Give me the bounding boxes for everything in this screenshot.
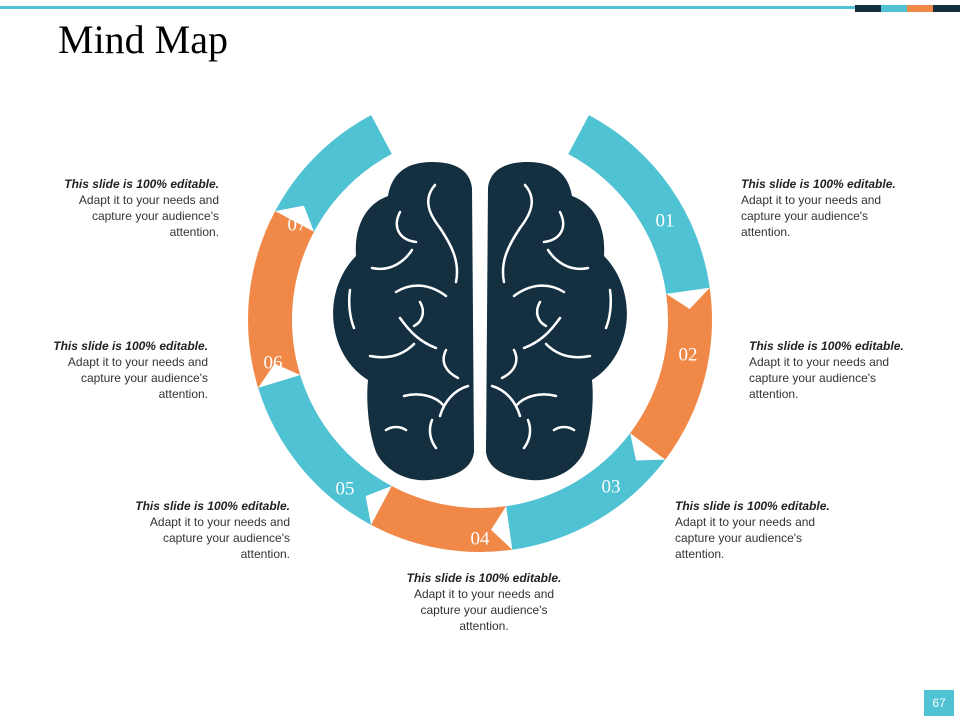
segment-ring <box>248 115 712 552</box>
segment-06 <box>248 211 315 388</box>
segment-03 <box>506 433 666 550</box>
note-body-text: Adapt it to your needs and capture your … <box>413 587 555 633</box>
note-07: This slide is 100% editable. Adapt it to… <box>59 176 219 240</box>
slide-title: Mind Map <box>58 17 228 62</box>
note-body-text: Adapt it to your needs and capture your … <box>67 355 208 401</box>
segment-01-cap <box>568 115 612 155</box>
note-body-text: Adapt it to your needs and capture your … <box>741 193 882 239</box>
accent-block-4 <box>933 5 960 12</box>
segment-07-cap <box>348 115 392 155</box>
note-bold-text: This slide is 100% editable. <box>749 339 904 353</box>
note-05: This slide is 100% editable. Adapt it to… <box>130 498 290 562</box>
segment-02 <box>630 287 712 460</box>
segment-number-04: 04 <box>471 528 491 549</box>
segment-number-03: 03 <box>602 476 621 497</box>
note-bold-text: This slide is 100% editable. <box>64 177 219 191</box>
segment-number-07: 07 <box>288 214 307 235</box>
note-bold-text: This slide is 100% editable. <box>675 499 830 513</box>
note-01: This slide is 100% editable. Adapt it to… <box>741 176 901 240</box>
note-bold-text: This slide is 100% editable. <box>741 177 896 191</box>
page-number-badge: 67 <box>924 690 954 716</box>
note-body-text: Adapt it to your needs and capture your … <box>749 355 890 401</box>
accent-block-3 <box>907 5 933 12</box>
segment-number-05: 05 <box>336 478 355 499</box>
accent-block-1 <box>855 5 881 12</box>
segment-01 <box>568 115 710 294</box>
segment-04 <box>371 485 513 552</box>
note-bold-text: This slide is 100% editable. <box>406 571 562 585</box>
note-bold-text: This slide is 100% editable. <box>53 339 208 353</box>
note-02: This slide is 100% editable. Adapt it to… <box>749 338 909 402</box>
page-number: 67 <box>932 696 946 710</box>
brain-icon <box>333 162 627 481</box>
note-04: This slide is 100% editable. Adapt it to… <box>404 570 564 634</box>
segment-05 <box>258 374 392 525</box>
note-body-text: Adapt it to your needs and capture your … <box>149 515 290 561</box>
accent-block-2 <box>881 5 907 12</box>
segment-number-06: 06 <box>264 352 283 373</box>
top-accent-line <box>0 6 855 9</box>
note-body-text: Adapt it to your needs and capture your … <box>675 515 816 561</box>
segment-number-02: 02 <box>679 344 698 365</box>
note-06: This slide is 100% editable. Adapt it to… <box>48 338 208 402</box>
segment-numbers: 01 02 03 04 05 06 07 <box>264 210 698 549</box>
note-body-text: Adapt it to your needs and capture your … <box>78 193 219 239</box>
segment-number-01: 01 <box>656 210 675 231</box>
note-bold-text: This slide is 100% editable. <box>135 499 290 513</box>
note-03: This slide is 100% editable. Adapt it to… <box>675 498 835 562</box>
